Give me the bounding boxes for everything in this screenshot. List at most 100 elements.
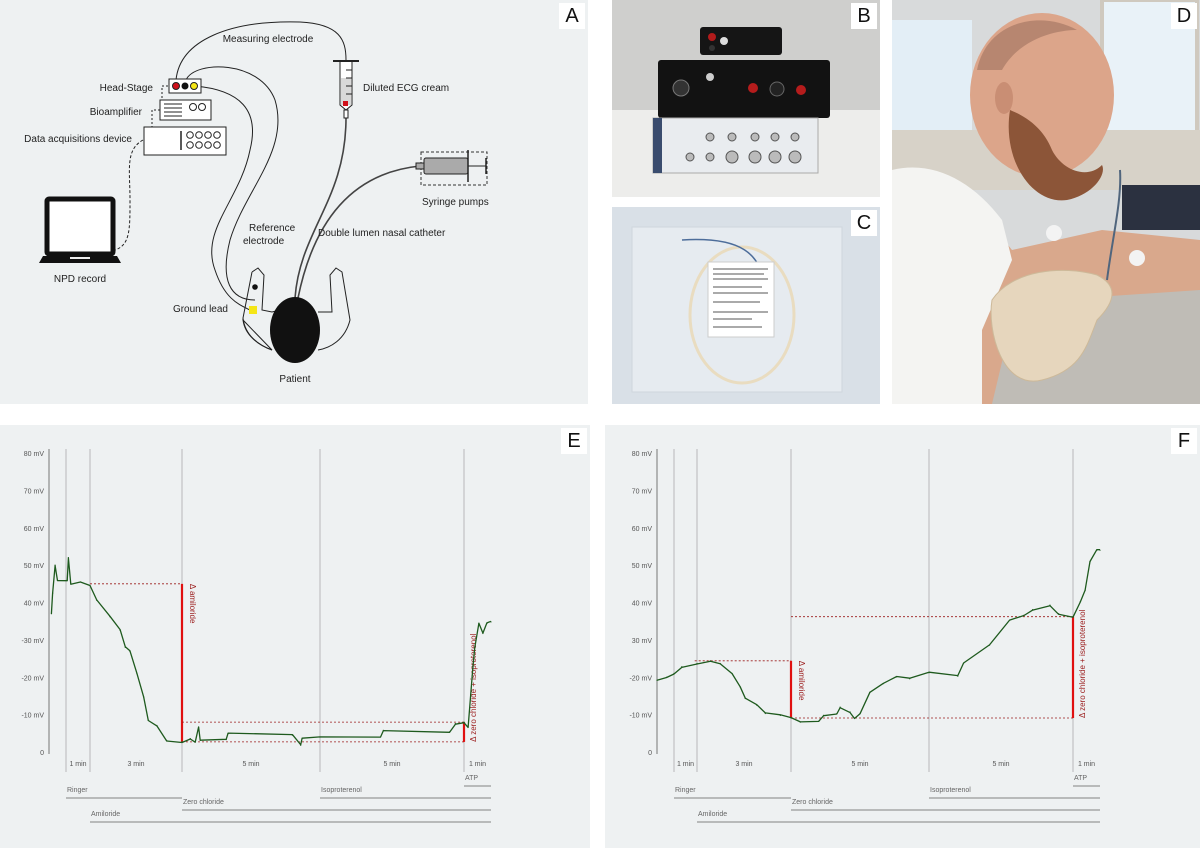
label-syringe-pumps: Syringe pumps [422,197,489,208]
reference-electrode-dot [252,284,258,290]
trace-point [52,592,54,594]
y-tick-label: -30 mV [21,638,44,645]
setup-diagram: Measuring electrode Head-Stage Bioamplif… [24,21,489,385]
trace-point [909,678,911,680]
trace-point [839,706,841,708]
panel-letter-d: D [1171,3,1197,29]
trace-point [1099,549,1101,551]
yellow-socket-icon [190,82,198,90]
trace-point [467,726,469,728]
trace-point [478,622,480,625]
y-tick-label: -10 mV [21,713,44,720]
ground-lead-cable [194,85,254,311]
measuring-electrode-cable [175,21,347,81]
trace-point [779,714,781,716]
delta-label: Δ amiloride [188,584,197,624]
delta-label: Δ zero chloride + isoproterenol [469,633,478,742]
label-measuring-electrode: Measuring electrode [223,34,314,45]
red-socket-icon [172,82,180,90]
panel-c-catheter-photo: C [612,207,880,404]
panel-b-equipment-photo: B [612,0,880,197]
protocol-label: ATP [1074,775,1087,782]
y-tick-label: 80 mV [24,451,45,458]
trace-point [1009,619,1011,621]
trace-point [194,741,196,743]
delta-label: Δ zero chloride + isoproterenol [1078,609,1087,718]
label-reference-electrode-2: electrode [243,236,285,247]
protocol-label: Ringer [675,787,696,794]
label-reference-electrode-1: Reference [249,223,296,234]
trace-point [957,675,959,677]
trace-point [89,585,91,587]
trace-point [849,711,851,713]
label-ground-lead: Ground lead [173,304,228,315]
y-tick-label: 50 mV [632,563,653,570]
label-catheter: Double lumen nasal catheter [318,228,446,239]
panel-letter-f: F [1171,428,1197,454]
trace-point [739,686,741,688]
panel-letter-b: B [851,3,877,29]
daq-box [143,126,227,156]
trace-point [756,704,758,706]
label-npd-record: NPD record [54,274,106,285]
trace-point [962,662,965,665]
trace-point [486,622,488,625]
protocol-label: Amiloride [91,811,120,818]
shirt [892,167,1012,404]
panel-d-patient-photo: D [892,0,1200,404]
catheter-line-pump [297,165,421,299]
y-tick-label: 60 mV [632,526,653,533]
protocol-label: Isoproterenol [930,787,971,794]
trace-point [109,616,111,618]
trace-point [67,557,69,559]
trace-point [928,672,930,674]
protocol-label: ATP [465,775,478,782]
equipment-photo [612,0,880,197]
trace-point [490,621,492,623]
segment-duration-label: 1 min [469,761,486,768]
laptop-icon [39,196,121,263]
head-stage-device [700,27,782,55]
trace-point [656,679,658,681]
y-tick-label: 0 [648,750,652,757]
reference-electrode-cable [185,66,279,301]
trace-point [1084,589,1086,591]
trace-point [709,660,712,662]
y-tick-label: 30 mV [632,638,653,645]
trace-point [818,720,820,722]
trace-point [227,733,229,735]
trace-point [50,613,53,615]
trace-point [790,717,792,719]
y-tick-label: 50 mV [24,563,45,570]
segment-duration-label: 1 min [69,761,86,768]
trace-point [673,672,675,675]
panel-letter-e: E [561,428,587,454]
trace-point [189,737,191,740]
trace-point [882,683,884,685]
trace-point [66,579,68,581]
trace-point [291,734,293,736]
label-patient: Patient [279,374,310,385]
protocol-label: Zero chloride [183,799,224,806]
trace-point [719,662,721,665]
ecg-cream-syringe-icon [333,60,359,119]
nasal-catheter [1106,169,1122,281]
protocol-label: Zero chloride [792,799,833,806]
segment-duration-label: 3 min [735,761,752,768]
trace-point [799,721,801,723]
trace-point [1032,609,1034,611]
protocol-label: Isoproterenol [321,787,362,794]
bioamplifier-device [658,60,830,118]
label-ecg-cream: Diluted ECG cream [363,83,449,94]
black-socket-icon [181,82,189,90]
panel-a-setup-diagram: Measuring electrode Head-Stage Bioamplif… [0,0,588,404]
y-tick-label: -20 mV [629,675,652,682]
trace-point [124,646,126,648]
trace-point [1089,561,1091,563]
label-head-stage: Head-Stage [100,83,154,94]
potential-trace [656,548,1101,723]
y-tick-label: -20 mV [21,675,44,682]
